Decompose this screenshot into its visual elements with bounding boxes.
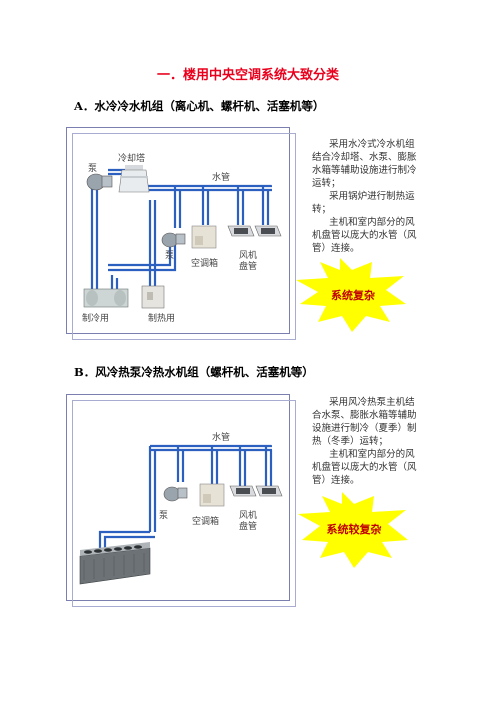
pump-icon <box>161 232 186 248</box>
fan-coil-unit-icon <box>254 225 282 237</box>
water-pipe-label: 水管 <box>212 173 231 183</box>
cooling-tower-icon <box>118 165 150 193</box>
fan-coil-unit-icon <box>255 485 283 497</box>
cooling-label: 制冷用 <box>82 314 110 324</box>
description-paragraph: 主机和室内部分的风机盘管以庞大的水管（风管）连接。 <box>312 449 417 486</box>
badge-starburst <box>298 492 408 568</box>
section-b-heading: B．风冷热泵冷热水机组（螺杆机、活塞机等） <box>74 365 314 379</box>
badge-text: 系统较复杂 <box>326 523 382 536</box>
badge-text: 系统复杂 <box>331 289 375 302</box>
fcu-label: 风机 盘管 <box>239 511 258 532</box>
description-paragraph: 采用风冷热泵主机结合水泵、膨胀水箱等辅助设施进行制冷（夏季）制热（冬季）运转； <box>312 397 417 447</box>
description-paragraph: 采用水冷式冷水机组结合冷却塔、水泵、膨胀水箱等辅助设施进行制冷运转； <box>312 139 417 189</box>
page-title: 一．楼用中央空调系统大致分类 <box>156 68 339 83</box>
air-handling-unit-icon <box>199 483 225 507</box>
ahu-label: 空调箱 <box>191 259 219 269</box>
section-b-description: 采用风冷热泵主机结合水泵、膨胀水箱等辅助设施进行制冷（夏季）制热（冬季）运转； … <box>312 396 418 487</box>
section-a-frame <box>66 127 290 334</box>
water-pipe-label: 水管 <box>212 433 231 443</box>
description-paragraph: 采用锅炉进行制热运转； <box>312 191 415 215</box>
fan-coil-unit-icon <box>227 225 255 237</box>
pump-icon <box>86 173 113 191</box>
pump-icon <box>163 486 188 502</box>
chiller-icon <box>83 288 129 308</box>
pump-label: 泵 <box>159 511 169 521</box>
boiler-icon <box>141 285 165 309</box>
pump-label: 泵 <box>88 164 98 174</box>
description-paragraph: 主机和室内部分的风机盘管以庞大的水管（风管）连接。 <box>312 217 417 254</box>
fcu-label: 风机 盘管 <box>239 251 258 272</box>
badge-starburst <box>296 258 406 332</box>
section-a-description: 采用水冷式冷水机组结合冷却塔、水泵、膨胀水箱等辅助设施进行制冷运转； 采用锅炉进… <box>312 138 418 255</box>
section-a-heading: A．水冷冷水机组（离心机、螺杆机、活塞机等） <box>74 99 325 113</box>
heat-pump-unit-icon <box>79 542 151 585</box>
heating-label: 制热用 <box>148 314 176 324</box>
fan-coil-unit-icon <box>229 485 257 497</box>
air-handling-unit-icon <box>191 225 217 249</box>
pump-label: 泵 <box>165 251 175 261</box>
ahu-label: 空调箱 <box>192 517 220 527</box>
section-b-frame <box>66 394 290 601</box>
cooling-tower-label: 冷却塔 <box>118 154 146 164</box>
